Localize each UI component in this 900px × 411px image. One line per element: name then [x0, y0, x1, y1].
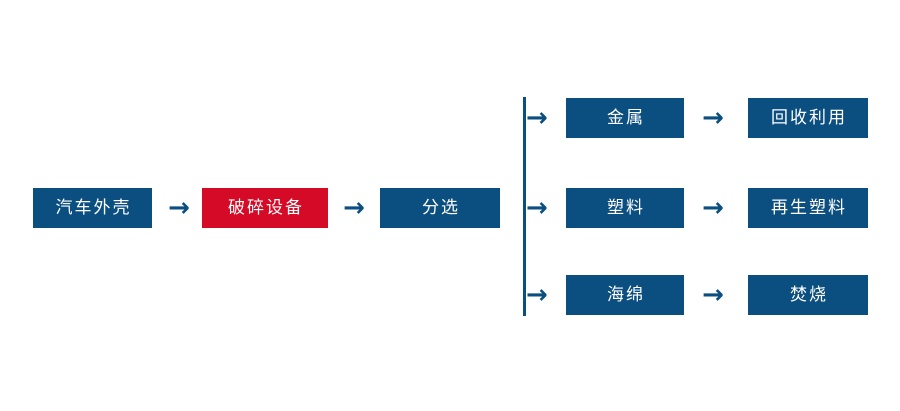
arrow-right-icon-sorting-to-sponge: → [526, 280, 548, 310]
node-crusher-equipment[interactable]: 破碎设备 [202, 188, 328, 228]
node-plastic[interactable]: 塑料 [566, 188, 684, 228]
node-sorting[interactable]: 分选 [380, 188, 500, 228]
arrow-right-icon-input-to-crusher: → [168, 193, 190, 223]
node-sponge[interactable]: 海绵 [566, 275, 684, 315]
arrow-right-icon-sponge-to-incineration: → [702, 280, 724, 310]
node-regenerated-plastic[interactable]: 再生塑料 [748, 188, 868, 228]
node-metal[interactable]: 金属 [566, 98, 684, 138]
arrow-right-icon-crusher-to-sorting: → [343, 193, 365, 223]
arrow-right-icon-sorting-to-metal: → [526, 103, 548, 133]
node-incineration[interactable]: 焚烧 [748, 275, 868, 315]
node-recycle-reuse[interactable]: 回收利用 [748, 98, 868, 138]
arrow-right-icon-plastic-to-regenerated: → [702, 193, 724, 223]
arrow-right-icon-metal-to-recycle: → [702, 103, 724, 133]
branch-bus-line [523, 97, 526, 316]
arrow-right-icon-sorting-to-plastic: → [526, 193, 548, 223]
node-input-car-shell[interactable]: 汽车外壳 [33, 188, 152, 228]
